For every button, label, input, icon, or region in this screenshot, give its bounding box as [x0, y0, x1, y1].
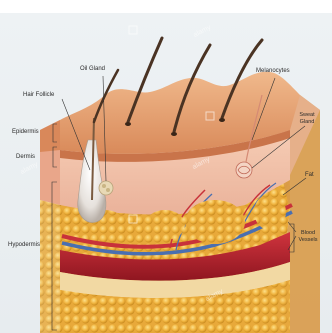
label-hair-follicle: Hair Follicle — [23, 92, 54, 99]
label-melanocytes: Melanocytes — [256, 68, 290, 75]
oil-gland — [99, 181, 113, 195]
label-sweat-gland: Sweat Gland — [296, 112, 318, 126]
fat-cluster — [185, 200, 245, 244]
label-hypodermis: Hypodermis — [8, 242, 40, 249]
label-oil-gland: Oil Gland — [80, 66, 105, 73]
label-epidermis: Epidermis — [12, 129, 39, 136]
label-blood-vessels: Blood Vessels — [297, 230, 319, 244]
label-fat: Fat — [305, 172, 314, 179]
label-dermis: Dermis — [16, 154, 35, 161]
watermark-square — [129, 26, 137, 34]
